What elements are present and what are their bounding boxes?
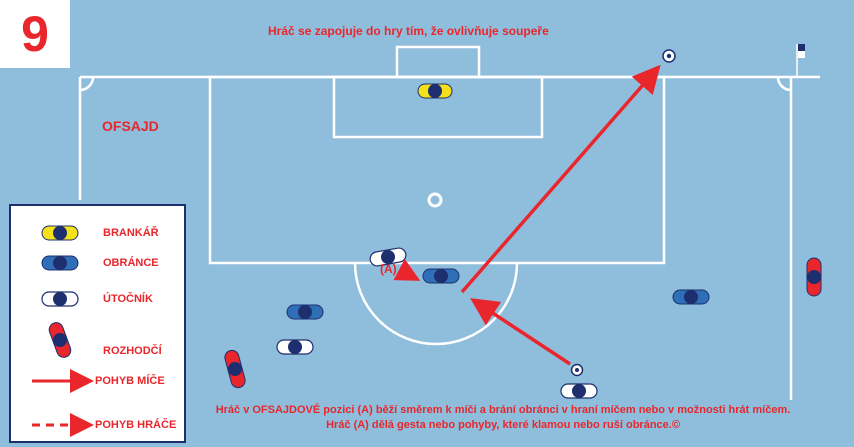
attacker-player xyxy=(560,383,598,399)
legend-ball-movement-label: POHYB MÍČE xyxy=(95,375,165,387)
pitch-markings xyxy=(78,45,820,400)
legend-defender-label: OBRÁNCE xyxy=(103,257,159,269)
player-movement-arrow xyxy=(393,258,421,281)
player-a-label: (A) xyxy=(380,262,397,276)
corner-arc-right xyxy=(776,76,792,92)
goal xyxy=(395,45,481,79)
legend-attacker-icon xyxy=(41,291,79,307)
attacker-player xyxy=(276,339,314,355)
referee-player xyxy=(224,349,246,389)
referee-player xyxy=(806,257,822,297)
legend-referee-label: ROZHODČÍ xyxy=(103,345,162,357)
ball-icon xyxy=(662,49,676,63)
penalty-arc xyxy=(353,262,519,346)
zone-label: OFSAJD xyxy=(102,118,159,134)
defender-player xyxy=(422,268,460,284)
corner-arc-left xyxy=(79,76,95,92)
legend-player-movement-label: POHYB HRÁČE xyxy=(95,419,177,431)
defender-player xyxy=(286,304,324,320)
corner-flag-icon xyxy=(796,44,805,77)
legend-goalkeeper-label: BRANKÁŘ xyxy=(103,227,159,239)
legend-attacker-label: ÚTOČNÍK xyxy=(103,293,153,305)
figure-number-box: 9 xyxy=(0,0,70,68)
ball-icon xyxy=(570,363,584,377)
legend-referee-icon xyxy=(48,322,72,358)
figure-number: 9 xyxy=(21,6,49,62)
defender-player xyxy=(672,289,710,305)
ball-movement-arrow xyxy=(460,64,661,294)
penalty-area xyxy=(208,75,666,265)
legend-defender-icon xyxy=(41,255,79,271)
penalty-spot xyxy=(427,192,443,208)
headline: Hráč se zapojuje do hry tím, že ovlivňuj… xyxy=(268,24,549,38)
caption: Hráč v OFSAJDOVÉ pozici (A) běží směrem … xyxy=(215,404,791,431)
ball-movement-arrow xyxy=(470,298,571,366)
goalkeeper-player xyxy=(417,83,453,99)
legend-goalkeeper-icon xyxy=(41,225,79,241)
legend-box xyxy=(9,204,186,443)
